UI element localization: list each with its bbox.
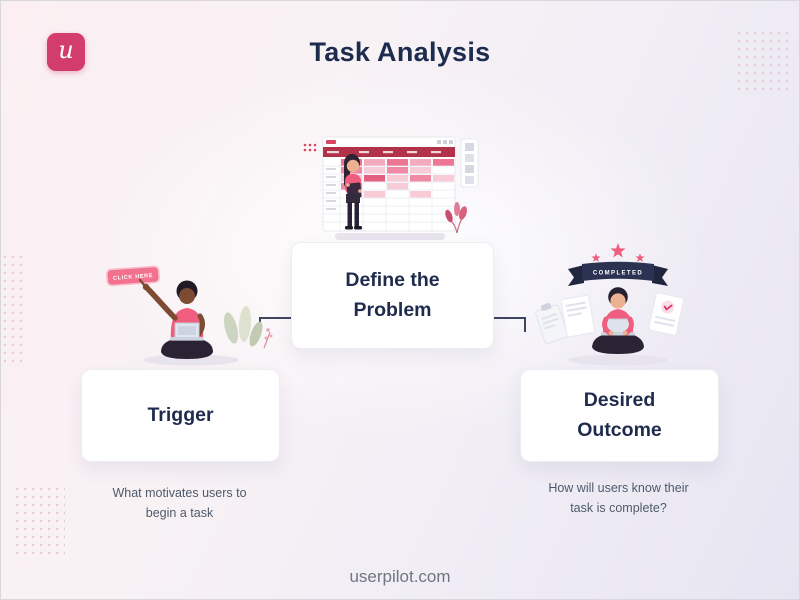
userpilot-logo: u [47, 33, 85, 71]
click-here-button: CLICK HERE [106, 265, 160, 287]
paper-left [560, 294, 596, 338]
side-toolbar [460, 138, 479, 188]
red-dots-decoration [303, 143, 317, 152]
outcome-caption: How will users know their task is comple… [548, 481, 689, 515]
desk-bar [335, 233, 445, 240]
paper-right-with-check [648, 292, 684, 336]
outcome-illustration: COMPLETED [535, 243, 684, 366]
logo-letter: u [58, 36, 74, 64]
trigger-caption: What motivates users to begin a task [112, 486, 247, 520]
ground-shadow [568, 354, 668, 366]
card-define-problem: Define the Problem [291, 242, 494, 349]
dots-pattern-left-edge [1, 253, 25, 365]
clipboard [535, 303, 569, 344]
card-define-label: Define the Problem [345, 269, 440, 321]
sitting-person [592, 287, 644, 354]
spreadsheet-illustration [303, 136, 479, 240]
trigger-illustration: CLICK HERE [106, 265, 273, 366]
card-trigger-label: Trigger [147, 403, 214, 426]
sitting-man [138, 278, 213, 359]
ground-shadow [143, 354, 239, 366]
completed-ribbon: COMPLETED [568, 261, 668, 286]
plant-decoration [445, 202, 467, 234]
completed-label: COMPLETED [593, 271, 643, 277]
dots-pattern-top-right [735, 29, 793, 95]
spreadsheet-sheet [322, 136, 456, 232]
plant-leaves [224, 306, 273, 349]
card-desired-outcome: Desired Outcome [520, 369, 719, 462]
card-outcome-label: Desired Outcome [577, 389, 662, 441]
card-trigger: Trigger [81, 369, 280, 462]
page-title: Task Analysis [309, 37, 491, 67]
dots-pattern-bottom-left [13, 485, 65, 557]
footer-url: userpilot.com [349, 567, 451, 586]
presenter-woman [344, 154, 362, 230]
click-here-label: CLICK HERE [113, 273, 154, 282]
connector-right [492, 317, 526, 332]
